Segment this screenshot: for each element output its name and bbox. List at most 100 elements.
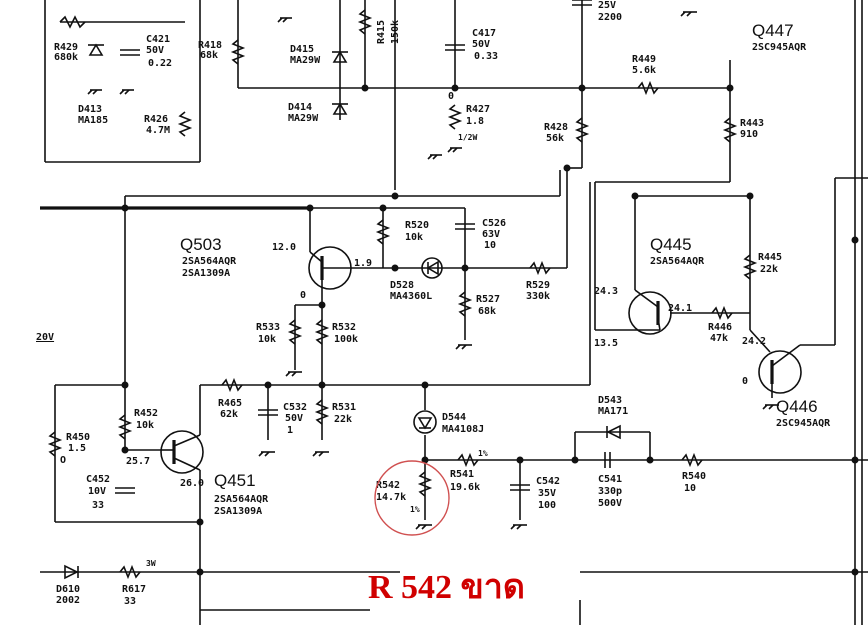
r418-value: 68k [200, 50, 218, 61]
cx-value: 2200 [598, 12, 622, 23]
r541-ref: R541 [450, 469, 474, 480]
r527-value: 68k [478, 306, 496, 317]
r533-value: 10k [258, 334, 276, 345]
voltage-labels: 12.0 1.9 0 24.3 24.1 24.2 13.5 0 25.7 26… [36, 91, 766, 489]
q446-ref: Q446 [776, 397, 818, 416]
r427-value: 1.8 [466, 116, 484, 127]
fault-circle [374, 460, 450, 536]
d413-ref: D413 [78, 104, 102, 115]
q503-ref: Q503 [180, 235, 222, 254]
diode-symbols [64, 43, 621, 580]
c541-ref: C541 [598, 474, 622, 485]
wires [40, 0, 868, 625]
voltage-q503-collector: 12.0 [272, 242, 296, 253]
q451-part-1: 2SA564AQR [214, 494, 269, 505]
r465-ref: R465 [218, 398, 242, 409]
c417-value: 0.33 [474, 51, 498, 62]
voltage-q451-emitter: 26.0 [180, 478, 204, 489]
c417-ref: C417 [472, 28, 496, 39]
c526-voltage: 63V [482, 229, 500, 240]
voltage-q503-base: 1.9 [354, 258, 372, 269]
c526-value: 10 [484, 240, 496, 251]
r426-ref: R426 [144, 114, 168, 125]
d528-ref: D528 [390, 280, 414, 291]
c532-voltage: 50V [285, 413, 303, 424]
r428-ref: R428 [544, 122, 568, 133]
resistor-symbols [47, 9, 758, 580]
d415-part: MA29W [290, 55, 321, 66]
cx-voltage: 25V [598, 0, 616, 11]
junction-dots [121, 84, 859, 576]
r520-ref: R520 [405, 220, 429, 231]
r445-ref: R445 [758, 252, 782, 263]
r542-value: 14.7k [376, 492, 406, 503]
r449-value: 5.6k [632, 65, 656, 76]
r541-note: 1% [478, 449, 488, 458]
q447-ref: Q447 [752, 21, 794, 40]
r429-ref: R429 [54, 42, 78, 53]
r443-ref: R443 [740, 118, 764, 129]
voltage-q445-emitter: 24.3 [594, 286, 618, 297]
r465-value: 62k [220, 409, 238, 420]
voltage-q503-emitter: 0 [300, 290, 306, 301]
voltage-q446-emitter: 0 [742, 376, 748, 387]
r446-ref: R446 [708, 322, 732, 333]
d610-ref: D610 [56, 584, 80, 595]
r540-ref: R540 [682, 471, 706, 482]
c417-voltage: 50V [472, 39, 490, 50]
r445-value: 22k [760, 264, 778, 275]
r449-ref: R449 [632, 54, 656, 65]
c421-value: 0.22 [148, 58, 172, 69]
ground-symbols [87, 11, 779, 530]
transistor-symbols [160, 246, 802, 474]
c532-value: 1 [287, 425, 293, 436]
q445-ref: Q445 [650, 235, 692, 254]
voltage-q446-base: 24.2 [742, 336, 766, 347]
c526-ref: C526 [482, 218, 506, 229]
r529-ref: R529 [526, 280, 550, 291]
resistor-labels: R429 680k R418 68k R415 150k R426 4.7M R… [54, 20, 782, 607]
diode-labels: D413 MA185 D415 MA29W D414 MA29W D528 MA… [56, 44, 628, 606]
c452-ref: C452 [86, 474, 110, 485]
q446-part-1: 2SC945AQR [776, 418, 831, 429]
d413-part: MA185 [78, 115, 108, 126]
c452-voltage: 10V [88, 486, 106, 497]
voltage-q445-collector: 13.5 [594, 338, 618, 349]
fault-annotation: R 542 ขาด [368, 460, 525, 606]
q451-ref: Q451 [214, 471, 256, 490]
r531-value: 22k [334, 414, 352, 425]
r446-value: 47k [710, 333, 728, 344]
q447-part-1: 2SC945AQR [752, 42, 807, 53]
r428-value: 56k [546, 133, 564, 144]
d610-part: 2002 [56, 595, 80, 606]
r617-ref: R617 [122, 584, 146, 595]
q503-part-1: 2SA564AQR [182, 256, 237, 267]
q451-part-2: 2SA1309A [214, 506, 262, 517]
transistor-labels: Q503 2SA564AQR 2SA1309A Q445 2SA564AQR Q… [180, 21, 831, 517]
r426-value: 4.7M [146, 125, 170, 136]
voltage-left-rail: 20V [36, 332, 54, 343]
capacitor-labels: C421 50V 0.22 C417 50V 0.33 C526 63V 10 … [86, 0, 622, 511]
r415-ref: R415 [376, 20, 387, 44]
r450-value: 1.5 [68, 443, 86, 454]
r617-note: 3W [146, 559, 156, 568]
d528-part: MA4360L [390, 291, 432, 302]
capacitor-symbols [115, 0, 611, 494]
r617-value: 33 [124, 596, 136, 607]
r527-ref: R527 [476, 294, 500, 305]
r532-value: 100k [334, 334, 358, 345]
fault-note: R 542 ขาด [368, 569, 525, 606]
r529-value: 330k [526, 291, 550, 302]
r450-marker: O [60, 455, 66, 466]
d414-part: MA29W [288, 113, 319, 124]
r520-value: 10k [405, 232, 423, 243]
c542-value: 100 [538, 500, 556, 511]
r427-note: 1/2W [458, 133, 477, 142]
d544-part: MA4108J [442, 424, 484, 435]
d414-ref: D414 [288, 102, 312, 113]
r542-note: 1% [410, 505, 420, 514]
r450-ref: R450 [66, 432, 90, 443]
d415-ref: D415 [290, 44, 314, 55]
voltage-q451-base: 25.7 [126, 456, 150, 467]
